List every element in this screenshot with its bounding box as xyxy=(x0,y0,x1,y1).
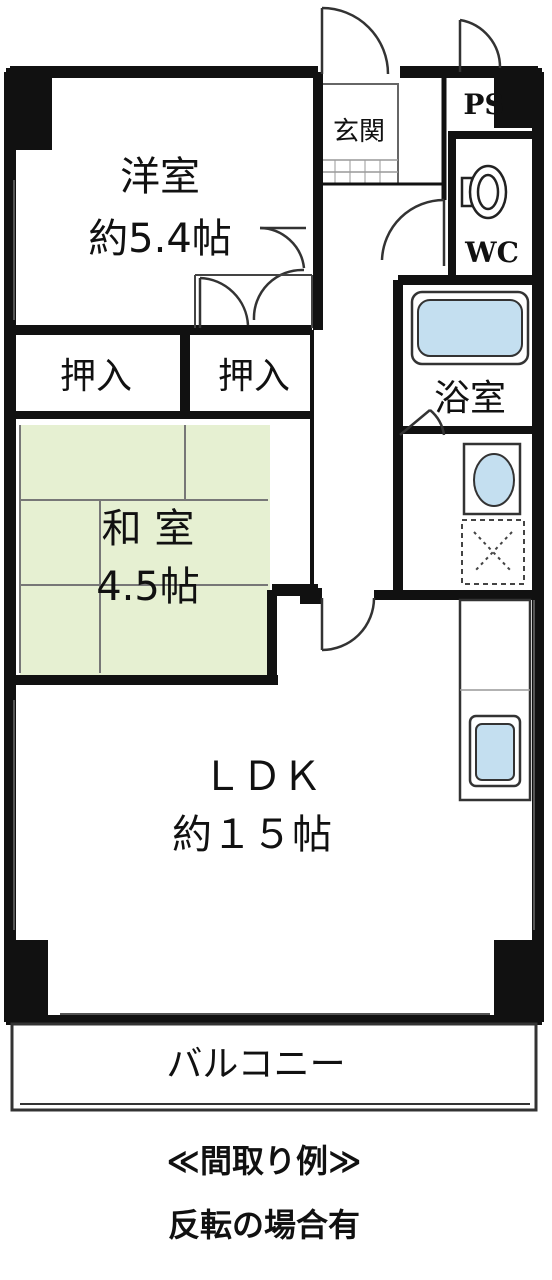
western-room-name: 洋室 xyxy=(120,154,200,200)
reversed-layout-note: 反転の場合有 xyxy=(168,1206,360,1244)
entrance-label: 玄関 xyxy=(333,117,385,147)
balcony-label: バルコニー xyxy=(166,1044,345,1085)
wall-columns xyxy=(6,68,542,1025)
ps-label: PS xyxy=(463,88,504,121)
kitchen-sink-icon xyxy=(468,714,522,788)
washing-machine-space xyxy=(461,519,525,585)
toilet-icon xyxy=(460,164,508,220)
western-room-size: 約5.4帖 xyxy=(88,216,232,262)
bathtub-icon xyxy=(410,290,530,366)
ldk-size: 約１５帖 xyxy=(172,812,332,858)
interior-walls xyxy=(10,72,540,685)
ldk-name: ＬＤＫ xyxy=(202,754,322,800)
japanese-room-tatami xyxy=(19,425,270,675)
doors xyxy=(198,6,502,652)
washbasin-icon xyxy=(462,442,522,516)
japanese-room-size: 4.5帖 xyxy=(96,564,200,610)
japanese-room-name: 和 室 xyxy=(102,506,195,552)
bath-label: 浴室 xyxy=(434,378,506,419)
layout-example-note: ≪間取り例≫ xyxy=(166,1142,361,1180)
closet-left-label: 押入 xyxy=(60,356,132,397)
closet-door-frames xyxy=(194,274,313,328)
wc-label: WC xyxy=(464,236,519,269)
windows xyxy=(13,180,535,1015)
balcony-outline xyxy=(10,1022,538,1112)
closet-right-label: 押入 xyxy=(218,356,290,397)
